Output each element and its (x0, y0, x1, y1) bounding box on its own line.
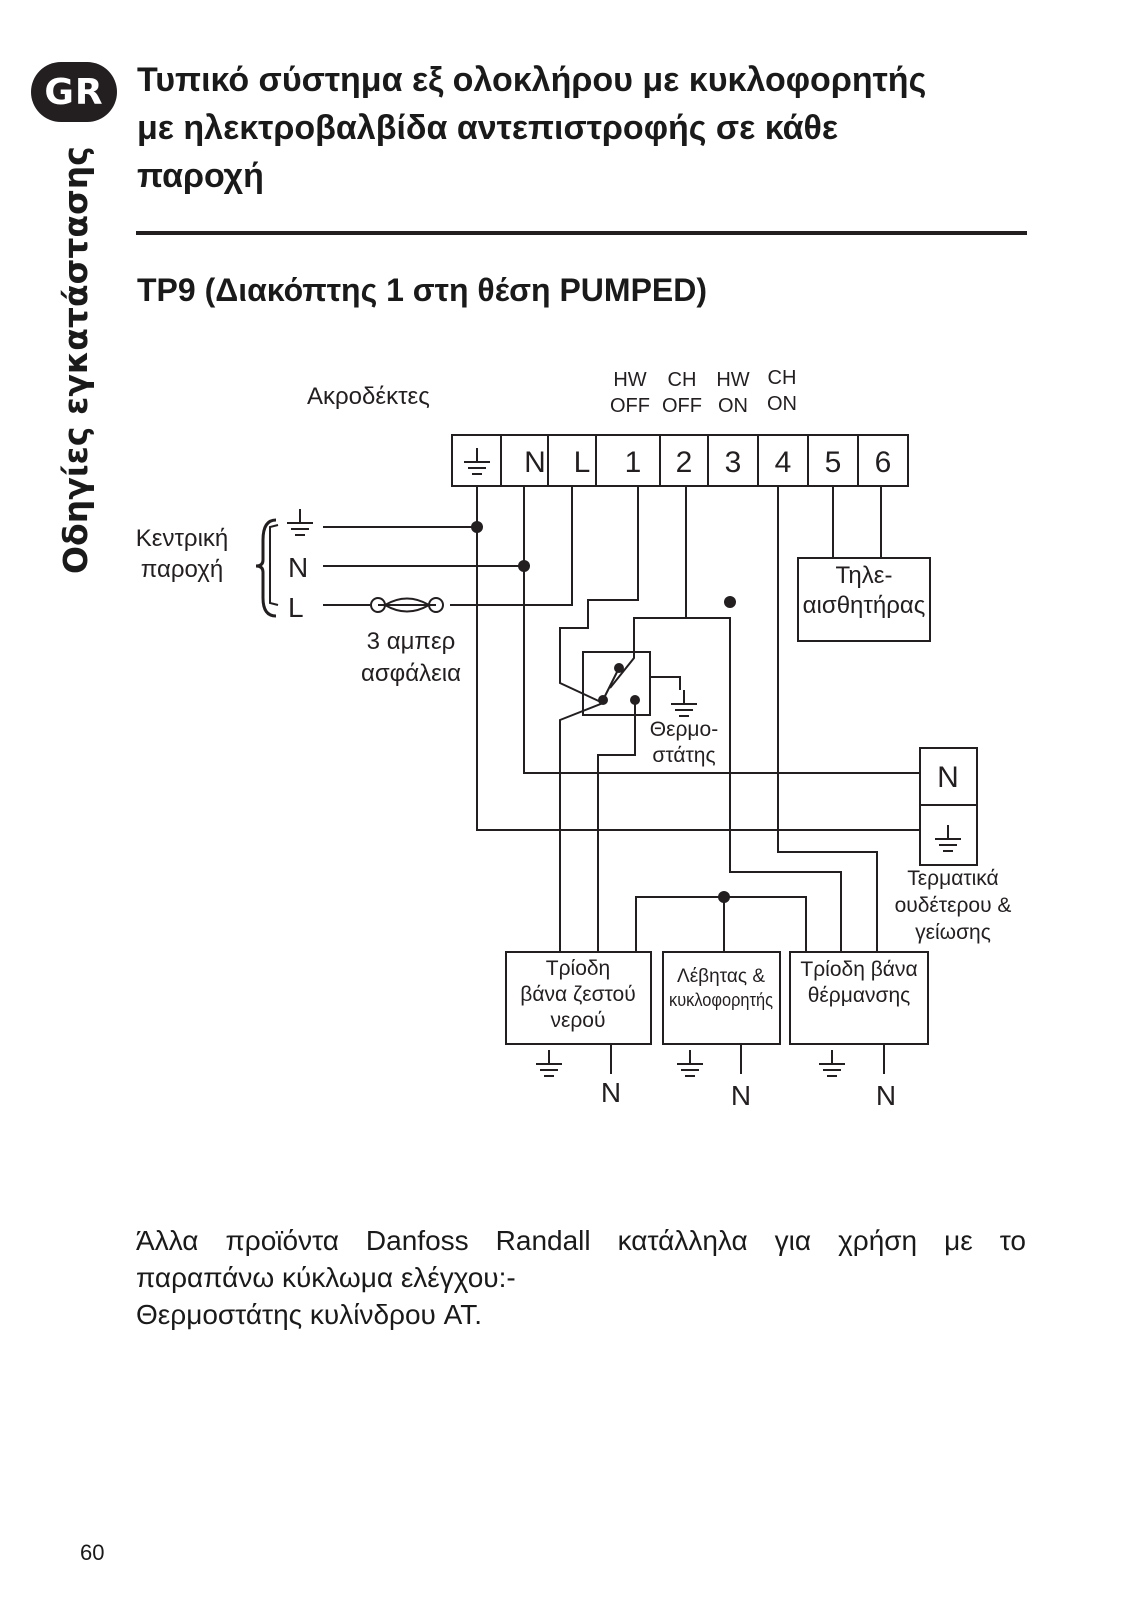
hw-off-label-1: HW (613, 369, 646, 391)
thermostat-label-2: στάτης (652, 744, 715, 767)
ch-valve-label-1: Τρίοδη βάνα (800, 958, 917, 981)
terminal-2: 2 (676, 446, 693, 479)
page-title: Τυπικό σύστημα εξ ολοκλήρου με κυκλοφορη… (137, 56, 1037, 200)
thermostat-earth-icon (670, 689, 698, 717)
sensor-label-1: Τηλε- (836, 562, 893, 589)
thermostat-switch (602, 667, 620, 701)
hw-valve-label-2: βάνα ζεστού (520, 983, 635, 1006)
boiler-label-2: κυκλοφορητής (669, 990, 773, 1010)
neutral-earth-label-1: Τερματικά (907, 867, 998, 890)
ch-off-label-2: OFF (662, 395, 702, 417)
language-badge: GR (31, 62, 117, 122)
terminal-numbers: N L 1 2 3 4 5 6 (524, 446, 891, 479)
terminal-6: 6 (875, 446, 892, 479)
terminal-block (451, 434, 909, 487)
junctions (471, 521, 736, 903)
boiler-neutral-label: N (731, 1080, 751, 1111)
supply-label-2: παροχή (141, 556, 223, 583)
sensor-label-2: αισθητήρας (803, 592, 926, 619)
supply-n-label: N (288, 552, 308, 583)
neutral-block-label: N (937, 761, 959, 794)
supply-brace (255, 518, 277, 618)
hw-on-label-1: HW (716, 369, 749, 391)
title-divider (136, 231, 1027, 235)
hw-valve-label-1: Τρίοδη (546, 957, 611, 980)
note-line: Θερμοστάτης κυλίνδρου AT. (136, 1299, 483, 1330)
terminals-label: Ακροδέκτες (307, 383, 430, 410)
hw-valve-label-3: νερού (551, 1009, 606, 1032)
supply-l-label: L (288, 592, 304, 623)
wiring-diagram: N L 1 2 3 4 5 6 Ακροδέκτες HW OFF CH OFF… (136, 367, 1012, 1111)
terminal-4: 4 (775, 446, 792, 479)
boiler-label-1: Λέβητας & (677, 966, 765, 987)
note-line: Άλλα προϊόντα Danfoss Randall κατάλληλα … (136, 1225, 1026, 1256)
neutral-earth-label-2: ουδέτερου & (895, 894, 1012, 917)
note-line: παραπάνω κύκλωμα ελέγχου:- (136, 1262, 516, 1293)
fuse-label-1: 3 αμπερ (367, 628, 456, 655)
terminal-n: N (524, 446, 546, 479)
boiler-box (662, 951, 781, 1045)
neutral-earth-label-3: γείωσης (915, 921, 991, 944)
hw-off-label-2: OFF (610, 395, 650, 417)
terminal-l: L (574, 446, 591, 479)
compatible-products-note: Άλλα προϊόντα Danfoss Randall κατάλληλα … (136, 1222, 1026, 1333)
thermostat-box (582, 651, 651, 716)
ch-valve-label-2: θέρμανσης (808, 984, 911, 1007)
fuse-symbol (370, 597, 444, 613)
ch-on-label-1: CH (768, 367, 797, 389)
ch-off-label-1: CH (668, 369, 697, 391)
supply-earth-icon (286, 508, 314, 536)
ch-valve-neutral-label: N (876, 1080, 896, 1111)
page-number: 60 (80, 1540, 105, 1565)
hw-on-label-2: ON (718, 395, 748, 417)
remote-sensor-box (797, 557, 931, 642)
hw-valve-earth-icon (535, 1049, 563, 1077)
wires (269, 486, 920, 1074)
title-line: με ηλεκτροβαλβίδα αντεπιστροφής σε κάθε (137, 109, 839, 147)
hw-valve-neutral-label: N (601, 1077, 621, 1108)
terminal-1: 1 (625, 446, 642, 479)
terminal-3: 3 (725, 446, 742, 479)
terminal-5: 5 (825, 446, 842, 479)
terminal-function-labels: HW OFF CH OFF HW ON CH ON (610, 367, 797, 417)
title-line: Τυπικό σύστημα εξ ολοκλήρου με κυκλοφορη… (137, 61, 927, 99)
hw-valve-box (505, 951, 652, 1045)
fuse-label-2: ασφάλεια (361, 660, 461, 687)
title-line: παροχή (137, 157, 264, 195)
ch-on-label-2: ON (767, 393, 797, 415)
ch-valve-box (789, 951, 929, 1045)
boiler-earth-icon (676, 1049, 704, 1077)
supply-label-1: Κεντρική (136, 525, 229, 552)
diagram-subtitle: TP9 (Διακόπτης 1 στη θέση PUMPED) (137, 272, 708, 308)
thermostat-label-1: Θερμο- (650, 718, 718, 741)
ch-valve-earth-icon (818, 1049, 846, 1077)
